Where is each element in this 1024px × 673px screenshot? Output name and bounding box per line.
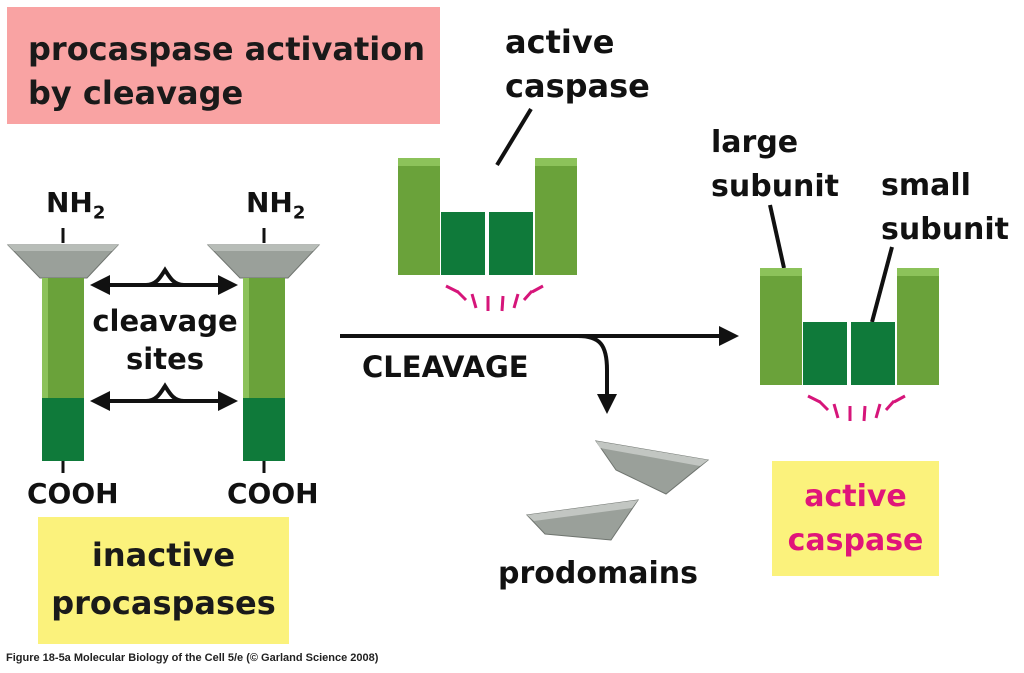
- activity-marks-top: [445, 284, 544, 312]
- prodomains-label: prodomains: [498, 556, 698, 591]
- title-box: procaspase activation by cleavage: [7, 7, 440, 124]
- small-subunit-line2: subunit: [881, 212, 1010, 247]
- small-subunit-line1: small: [881, 168, 971, 203]
- large-subunit-line1: large: [711, 125, 799, 160]
- large-subunit-right: [243, 278, 285, 398]
- upper-brace: [145, 266, 185, 287]
- cleavage-arrow: [340, 326, 739, 414]
- large-subunit-label: large subunit: [711, 121, 839, 209]
- small-subunit-a: [441, 212, 485, 275]
- figure-title: procaspase activation by cleavage: [28, 27, 440, 115]
- active-caspase-pointer: [495, 107, 533, 167]
- nh2-label-right: NH2: [246, 186, 305, 224]
- nh2-subscript-left: 2: [92, 202, 106, 224]
- prodomain-left-highlight: [8, 245, 118, 251]
- active-caspase-box: active caspase: [772, 461, 939, 576]
- small-subunit-pointer: [870, 246, 894, 323]
- large-subunit-left: [42, 278, 84, 398]
- cleavage-sites-line1: cleavage: [92, 304, 238, 338]
- prodomain-fragment-1: [594, 440, 710, 495]
- inactive-procaspases-box: inactive procaspases: [38, 517, 289, 644]
- cleavage-arrow-label: CLEAVAGE: [362, 350, 529, 384]
- large-subunit-line2: subunit: [711, 169, 840, 204]
- cleavage-sites-label: cleavage sites: [90, 302, 240, 378]
- large-subunit-c: [760, 268, 802, 385]
- small-subunit-b: [489, 212, 533, 275]
- small-subunit-right: [243, 398, 285, 461]
- cooh-label-right: COOH: [227, 477, 319, 510]
- active-caspase-right: [760, 204, 939, 422]
- large-subunit-pointer: [768, 204, 786, 269]
- prodomain-branch-arrow: [577, 334, 617, 414]
- active-box-line2: caspase: [787, 523, 924, 558]
- inactive-line1: inactive: [91, 536, 236, 574]
- active-caspase-top: [398, 107, 577, 312]
- active-caspase-box-label: active caspase: [772, 475, 939, 563]
- procaspase-right: [206, 228, 321, 473]
- title-text: procaspase activation by cleavage: [28, 30, 425, 112]
- cleavage-site-arrows: [90, 266, 238, 411]
- inactive-line2: procaspases: [51, 584, 276, 622]
- cleavage-sites-line2: sites: [126, 342, 204, 376]
- nh2-label-left: NH2: [46, 186, 105, 224]
- large-subunit-d: [897, 268, 939, 385]
- small-subunit-c: [803, 322, 847, 385]
- nh2-subscript-right: 2: [292, 202, 306, 224]
- prodomain-fragments: [525, 440, 710, 541]
- active-box-line1: active: [804, 479, 907, 514]
- large-subunit-b: [535, 158, 577, 275]
- small-subunit-label: small subunit: [881, 164, 1009, 252]
- lower-brace: [145, 382, 185, 403]
- activity-marks-right: [807, 394, 906, 422]
- small-subunit-d: [851, 322, 895, 385]
- active-caspase-top-line2: caspase: [505, 67, 650, 105]
- cooh-label-left: COOH: [27, 477, 119, 510]
- small-subunit-left: [42, 398, 84, 461]
- active-caspase-top-label: active caspase: [505, 20, 650, 108]
- inactive-procaspases-label: inactive procaspases: [38, 531, 289, 627]
- nh2-text-left: NH: [46, 186, 93, 219]
- large-subunit-a: [398, 158, 440, 275]
- active-caspase-top-line1: active: [505, 23, 615, 61]
- nh2-text-right: NH: [246, 186, 293, 219]
- procaspase-left: [6, 228, 120, 473]
- figure-caption: Figure 18-5a Molecular Biology of the Ce…: [6, 652, 379, 664]
